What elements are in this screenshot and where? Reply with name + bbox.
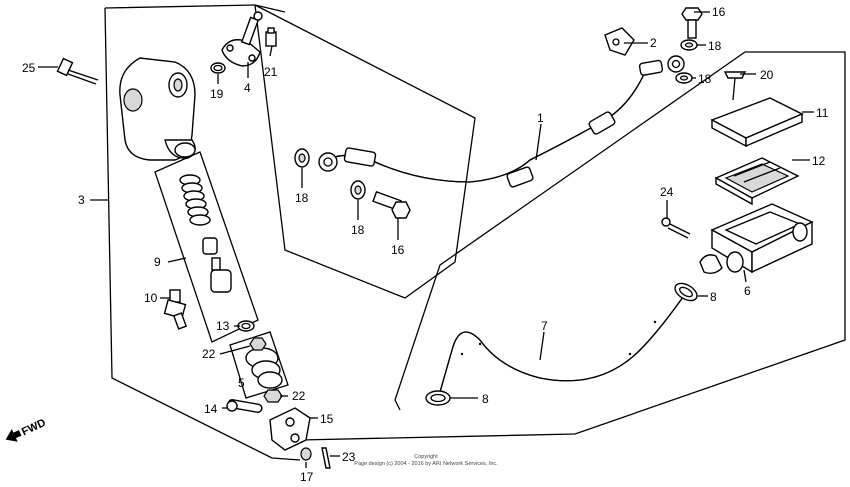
- screw-part-20[interactable]: [723, 71, 747, 101]
- copyright-notice: Copyright Page design (c) 2004 - 2016 by…: [354, 454, 498, 467]
- fwd-label: FWD: [20, 417, 48, 438]
- pin-part-14[interactable]: [226, 399, 263, 413]
- callout-labels: 25 3 4 21 19 2 16 18 18 20 11 12 1 18 18…: [22, 5, 829, 484]
- washer-part-18-c[interactable]: [680, 39, 698, 51]
- plug-part-21[interactable]: [265, 27, 277, 47]
- bleeder-part-10[interactable]: [163, 289, 188, 330]
- master-cylinder-body-part-3[interactable]: [119, 57, 196, 161]
- master-cylinder-group-outline: [104, 7, 301, 461]
- nut-part-22-upper[interactable]: [249, 337, 267, 351]
- callout-22-lower: 22: [292, 389, 306, 403]
- callout-23: 23: [342, 450, 356, 464]
- callout-18-hose-right: 18: [351, 223, 365, 237]
- callout-16-upper: 16: [712, 5, 726, 19]
- callout-16-lower: 16: [391, 243, 405, 257]
- diaphragm-part-12[interactable]: [714, 157, 800, 206]
- reservoir-cap-part-11[interactable]: [710, 97, 804, 148]
- washer-part-18-a[interactable]: [294, 148, 310, 168]
- callout-22-upper: 22: [202, 347, 216, 361]
- hose-clamp-part-8-lower[interactable]: [425, 390, 451, 406]
- piston-kit-part-9[interactable]: [154, 151, 259, 343]
- cotter-pin-part-23[interactable]: [321, 447, 331, 469]
- callout-4: 4: [244, 81, 251, 95]
- callout-10: 10: [144, 291, 158, 305]
- hose-part-1[interactable]: [318, 55, 685, 188]
- reservoir-group-outline-left: [394, 51, 746, 411]
- circlip-part-13[interactable]: [237, 320, 255, 332]
- nut-part-22-lower[interactable]: [263, 389, 283, 403]
- callout-18-middle: 18: [698, 72, 712, 86]
- callout-14: 14: [204, 402, 218, 416]
- callout-8-lower: 8: [482, 392, 489, 406]
- clamp-part-2[interactable]: [604, 27, 635, 56]
- callout-11: 11: [816, 106, 829, 120]
- copyright-line-2: Page design (c) 2004 - 2016 by ARI Netwo…: [354, 461, 498, 467]
- callout-7: 7: [541, 319, 548, 333]
- banjo-bolt-part-16-lower[interactable]: [372, 190, 411, 219]
- callout-8-upper: 8: [710, 290, 717, 304]
- reservoir-group-outline: [299, 51, 846, 441]
- bolt-part-24[interactable]: [661, 217, 691, 239]
- forward-arrow-icon: [5, 429, 22, 442]
- callout-18-upper: 18: [708, 39, 722, 53]
- reservoir-body-part-6[interactable]: [699, 203, 814, 275]
- forward-direction-indicator: FWD: [5, 417, 48, 442]
- clevis-part-15[interactable]: [269, 407, 311, 451]
- reservoir-hose-part-7[interactable]: [439, 289, 689, 393]
- banjo-bolt-part-16-upper[interactable]: [681, 7, 703, 39]
- group-outlines: [104, 4, 846, 461]
- callout-25: 25: [22, 61, 36, 75]
- callout-1: 1: [537, 111, 544, 125]
- hose-clamp-part-8-upper[interactable]: [672, 280, 700, 304]
- spring: [179, 174, 211, 226]
- hose-group-outline: [254, 4, 476, 299]
- callout-13: 13: [216, 319, 230, 333]
- o-ring-part-19[interactable]: [210, 62, 226, 74]
- callout-2: 2: [650, 36, 657, 50]
- callout-17: 17: [300, 470, 314, 484]
- callout-6: 6: [744, 284, 751, 298]
- nut-part-17[interactable]: [300, 447, 312, 461]
- fitting-plate-part-4[interactable]: [221, 11, 263, 67]
- callout-21: 21: [264, 65, 278, 79]
- washer-part-18-d[interactable]: [675, 72, 693, 84]
- callout-12: 12: [812, 154, 826, 168]
- washer-part-18-b[interactable]: [350, 180, 366, 200]
- callout-20: 20: [760, 68, 774, 82]
- copyright-line-1: Copyright: [414, 454, 438, 460]
- boot-part-5[interactable]: [229, 331, 289, 399]
- callout-3: 3: [78, 193, 85, 207]
- callout-19: 19: [210, 87, 224, 101]
- callout-24: 24: [660, 185, 674, 199]
- callout-9: 9: [154, 255, 161, 269]
- callout-5: 5: [238, 376, 245, 390]
- callout-15: 15: [320, 412, 334, 426]
- leader-lines: [38, 11, 814, 468]
- bolt-part-25[interactable]: [56, 57, 99, 85]
- callout-18-hose-left: 18: [295, 191, 309, 205]
